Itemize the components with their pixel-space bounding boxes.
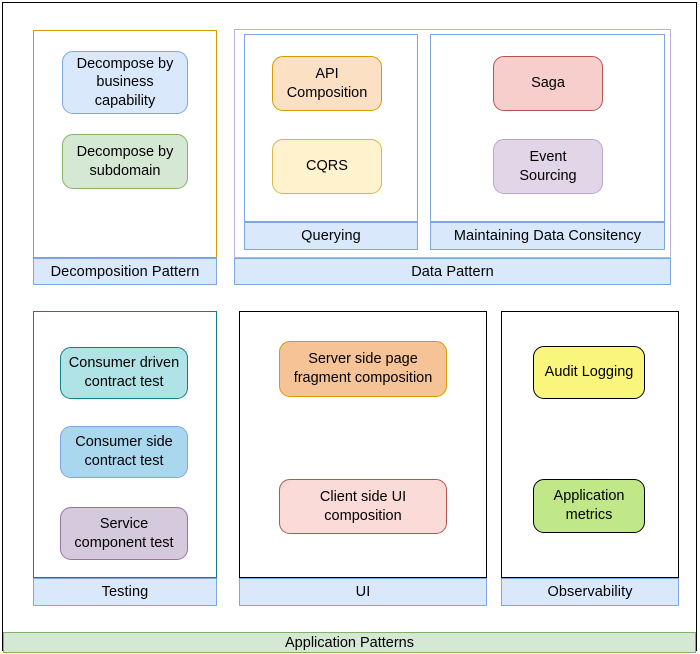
lane-label-decomposition-pattern: Decomposition Pattern	[33, 258, 217, 285]
node-service-component-test[interactable]: Service component test	[60, 507, 188, 560]
node-api-composition[interactable]: API Composition	[272, 56, 382, 111]
lane-label-observability: Observability	[501, 578, 679, 606]
node-decompose-by-subdomain[interactable]: Decompose by subdomain	[62, 134, 188, 189]
node-event-sourcing[interactable]: Event Sourcing	[493, 139, 603, 194]
node-application-metrics[interactable]: Application metrics	[533, 479, 645, 533]
node-saga[interactable]: Saga	[493, 56, 603, 111]
lane-label-querying: Querying	[244, 222, 418, 250]
node-consumer-side-contract-test[interactable]: Consumer side contract test	[60, 426, 188, 478]
lane-label-ui: UI	[239, 578, 487, 606]
lane-label-testing: Testing	[33, 578, 217, 606]
master-label-application-patterns: Application Patterns	[3, 632, 696, 653]
node-decompose-by-business-capability[interactable]: Decompose by business capability	[62, 51, 188, 114]
node-client-side-ui-composition[interactable]: Client side UI composition	[279, 479, 447, 534]
node-consumer-driven-contract-test[interactable]: Consumer driven contract test	[60, 347, 188, 399]
node-cqrs[interactable]: CQRS	[272, 139, 382, 194]
node-server-side-page-fragment-composition[interactable]: Server side page fragment composition	[279, 341, 447, 397]
node-audit-logging[interactable]: Audit Logging	[533, 346, 645, 399]
lane-label-data-pattern: Data Pattern	[234, 258, 671, 285]
lane-label-maintaining-data-consistency: Maintaining Data Consitency	[430, 222, 665, 250]
